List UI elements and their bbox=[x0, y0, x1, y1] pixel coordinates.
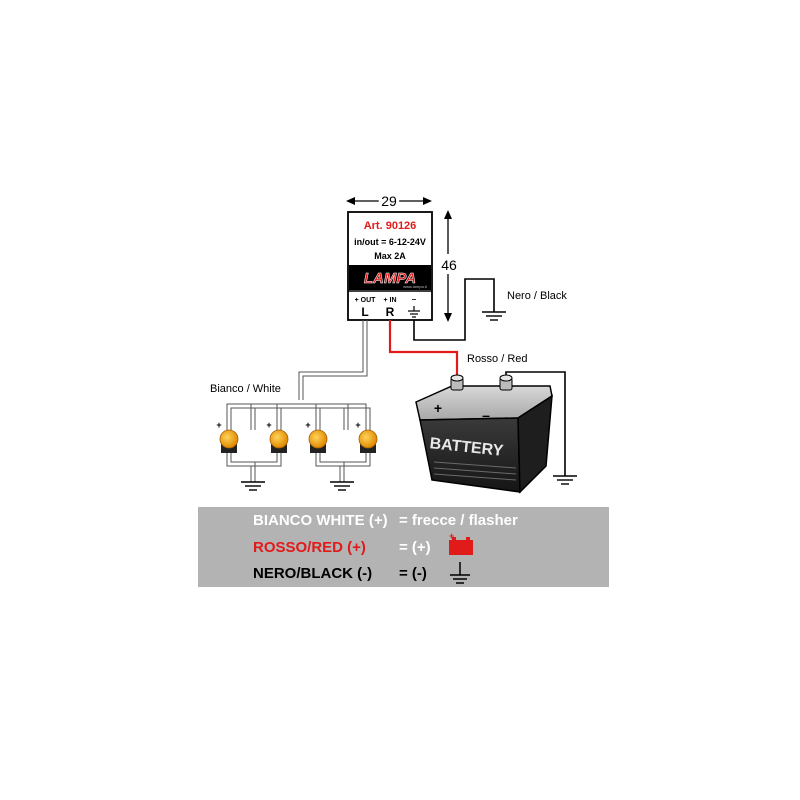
legend-white-label: BIANCO WHITE (+) bbox=[253, 512, 388, 529]
lampa-logo: LAMPA bbox=[364, 270, 416, 287]
terminal-ground-icon bbox=[408, 306, 420, 318]
ground-symbol-battery bbox=[553, 475, 577, 485]
flasher-module: Art. 90126 in/out = 6-12-24V Max 2A LAMP… bbox=[347, 211, 433, 321]
battery: BATTERY + – bbox=[415, 374, 553, 494]
bulb-right-2: + bbox=[355, 420, 378, 453]
battery-negative-terminal bbox=[499, 374, 513, 391]
bulb-plus-sign: + bbox=[266, 420, 271, 430]
ground-symbol-black bbox=[482, 311, 506, 321]
red-wire-label: Rosso / Red bbox=[467, 353, 528, 365]
height-dimension: 46 bbox=[440, 210, 462, 322]
battery-plus-sign: + bbox=[434, 400, 442, 416]
bulb-right-1: + bbox=[305, 420, 328, 453]
ground-symbol-bulbs-right bbox=[330, 481, 354, 491]
legend-white-value: = frecce / flasher bbox=[399, 512, 518, 529]
legend-panel bbox=[198, 507, 609, 587]
ground-symbol-bulbs-left bbox=[241, 481, 265, 491]
width-dimension: 29 bbox=[346, 190, 432, 212]
lampa-logo-plate bbox=[349, 265, 431, 290]
bulb-plus-sign: + bbox=[305, 420, 310, 430]
legend-black-value: = (-) bbox=[399, 565, 427, 582]
bulb-plus-sign: + bbox=[355, 420, 360, 430]
bulb-plus-sign: + bbox=[216, 420, 221, 430]
spec-current: Max 2A bbox=[374, 251, 406, 261]
spec-voltage: in/out = 6-12-24V bbox=[354, 237, 426, 247]
black-wire bbox=[413, 278, 495, 341]
article-number: Art. 90126 bbox=[364, 220, 417, 232]
bulb-left-2: + bbox=[266, 420, 289, 453]
legend-black-label: NERO/BLACK (-) bbox=[253, 565, 373, 582]
bulb-ground-wires bbox=[226, 453, 371, 482]
red-wire bbox=[388, 320, 459, 380]
battery-positive-terminal bbox=[450, 374, 464, 391]
lampa-logo-url: www.lampa.it bbox=[403, 284, 427, 289]
width-label: 29 bbox=[381, 193, 397, 209]
white-wire bbox=[226, 320, 371, 430]
white-wire-label: Bianco / White bbox=[210, 383, 281, 395]
terminal-in-label: + IN bbox=[383, 297, 396, 304]
terminal-r: R bbox=[386, 305, 395, 319]
legend-red-value: = (+) bbox=[399, 539, 431, 556]
terminal-ground-label: – bbox=[412, 295, 417, 304]
battery-minus-sign: – bbox=[482, 407, 490, 423]
height-label: 46 bbox=[441, 257, 457, 273]
terminal-out-label: + OUT bbox=[355, 297, 377, 304]
legend-red-label: ROSSO/RED (+) bbox=[253, 539, 366, 556]
black-wire-label: Nero / Black bbox=[507, 290, 567, 302]
terminal-l: L bbox=[361, 305, 368, 319]
bulb-left-1: + bbox=[216, 420, 239, 453]
